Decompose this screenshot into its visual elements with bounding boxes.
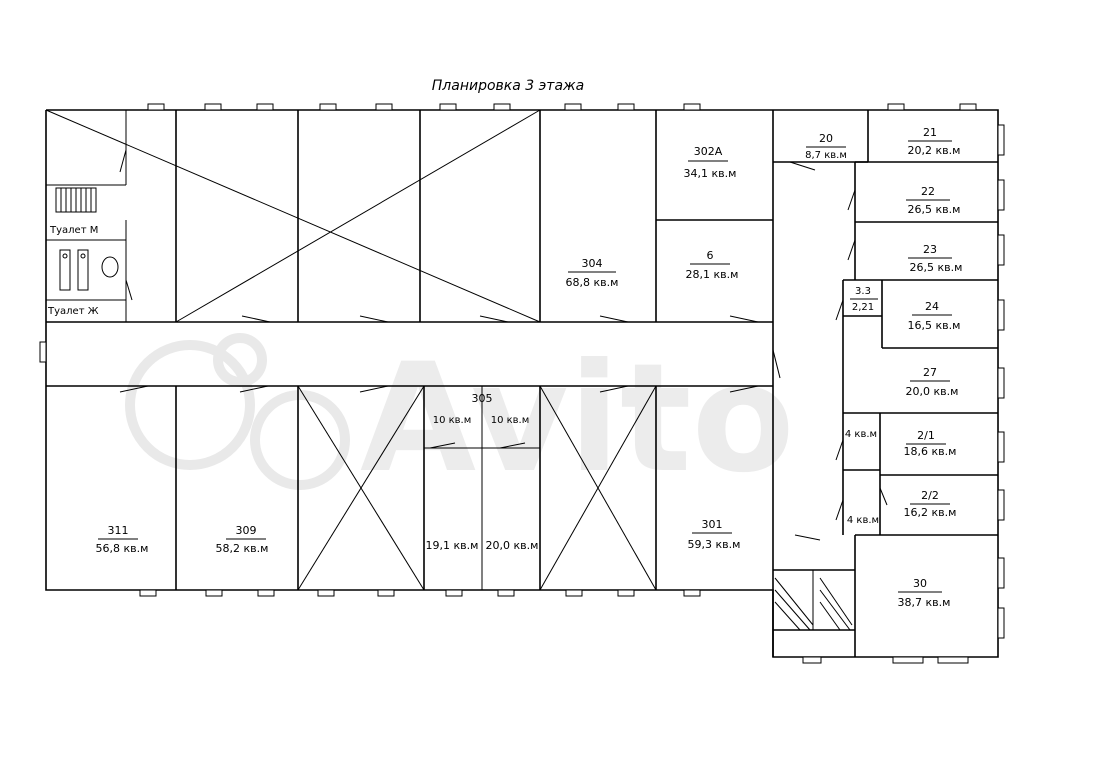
toilet-fixtures bbox=[59, 249, 119, 291]
room-area: 26,5 кв.м bbox=[908, 203, 961, 216]
room-area: 56,8 кв.м bbox=[96, 542, 149, 555]
room-area: 10 кв.м bbox=[433, 415, 472, 426]
room-area: 16,5 кв.м bbox=[908, 319, 961, 332]
room-area: 4 кв.м bbox=[845, 429, 877, 440]
doors bbox=[119, 149, 888, 541]
toilet-female-label: Туалет Ж bbox=[47, 306, 99, 317]
room-number: 23 bbox=[923, 243, 937, 256]
watermark: Avito bbox=[125, 332, 795, 506]
room-area: 19,1 кв.м bbox=[426, 539, 479, 552]
room-number: 302А bbox=[694, 145, 723, 158]
room-area: 4 кв.м bbox=[847, 515, 879, 526]
room-area: 10 кв.м bbox=[491, 415, 530, 426]
windows bbox=[39, 103, 1005, 664]
stairs bbox=[55, 187, 853, 631]
room-area: 20,0 кв.м bbox=[906, 385, 959, 398]
room-number: 3.3 bbox=[855, 286, 871, 297]
room-number: 305 bbox=[472, 392, 493, 405]
page-title: Планировка 3 этажа bbox=[432, 78, 584, 94]
room-number: 20 bbox=[819, 132, 833, 145]
room-area: 8,7 кв.м bbox=[805, 150, 847, 161]
room-area: 59,3 кв.м bbox=[688, 538, 741, 551]
room-number: 311 bbox=[108, 524, 129, 537]
toilet-male-label: Туалет М bbox=[49, 225, 98, 236]
room-number: 301 bbox=[702, 518, 723, 531]
room-area: 26,5 кв.м bbox=[910, 261, 963, 274]
room-area: 34,1 кв.м bbox=[684, 167, 737, 180]
room-area: 2,21 bbox=[852, 302, 874, 313]
room-area: 28,1 кв.м bbox=[686, 268, 739, 281]
watermark-text: Avito bbox=[360, 332, 795, 506]
room-area: 20,0 кв.м bbox=[486, 539, 539, 552]
room-number: 309 bbox=[236, 524, 257, 537]
room-area: 38,7 кв.м bbox=[898, 596, 951, 609]
room-number: 2/1 bbox=[917, 429, 935, 442]
room-number: 6 bbox=[707, 249, 714, 262]
room-number: 22 bbox=[921, 185, 935, 198]
room-number: 27 bbox=[923, 366, 937, 379]
room-area: 68,8 кв.м bbox=[566, 276, 619, 289]
room-number: 24 bbox=[925, 300, 939, 313]
room-area: 16,2 кв.м bbox=[904, 506, 957, 519]
toilet-labels: Туалет М Туалет Ж bbox=[47, 225, 99, 317]
room-area: 18,6 кв.м bbox=[904, 445, 957, 458]
void-crosses bbox=[45, 109, 657, 591]
room-number: 2/2 bbox=[921, 489, 939, 502]
room-number: 21 bbox=[923, 126, 937, 139]
room-area: 20,2 кв.м bbox=[908, 144, 961, 157]
internal-walls bbox=[46, 110, 998, 657]
room-number: 30 bbox=[913, 577, 927, 590]
room-labels: 302А 34,1 кв.м 304 68,8 кв.м 6 28,1 кв.м… bbox=[96, 126, 963, 609]
room-number: 304 bbox=[582, 257, 603, 270]
room-area: 58,2 кв.м bbox=[216, 542, 269, 555]
